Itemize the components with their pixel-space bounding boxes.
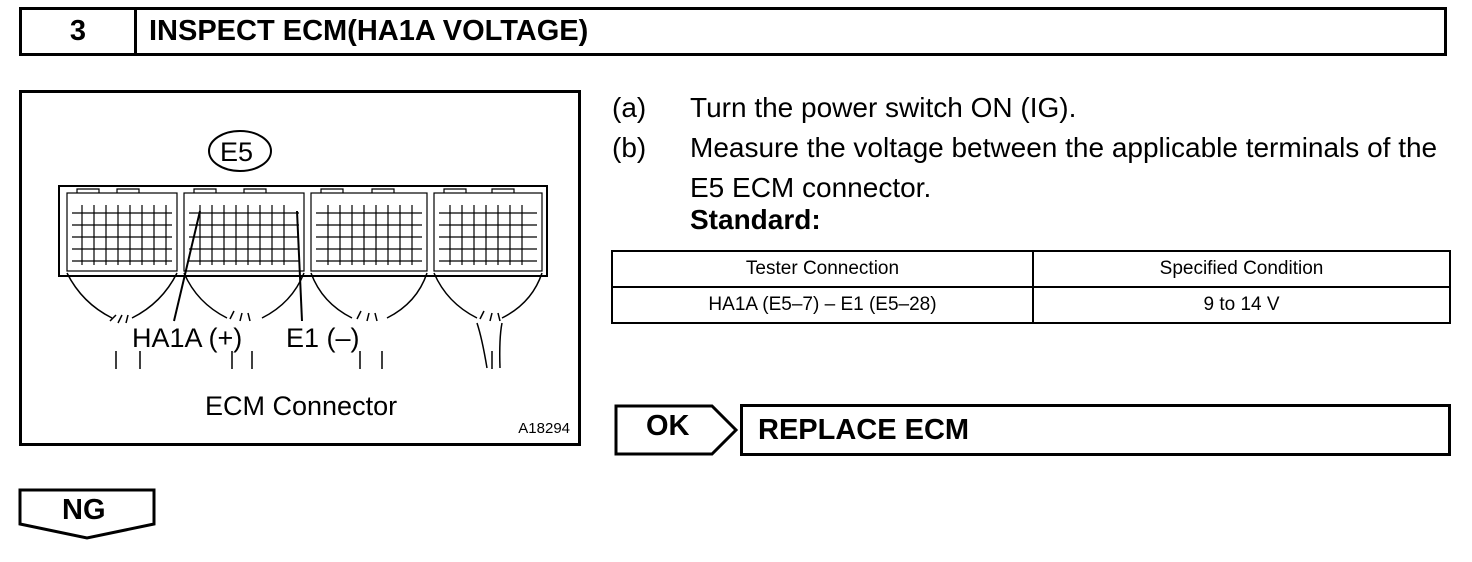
connector-drawing: [58, 130, 548, 369]
instruction-letter: (a): [612, 92, 647, 123]
block-4: [433, 188, 543, 272]
block-1: [66, 188, 178, 272]
step-number: 3: [22, 10, 137, 53]
cell-specified-condition: 9 to 14 V: [1032, 286, 1451, 324]
block-3: [310, 188, 428, 272]
header-specified-condition: Specified Condition: [1032, 250, 1451, 288]
ok-action-text: REPLACE ECM: [758, 413, 970, 446]
instruction-list: (a) Turn the power switch ON (IG). (b) M…: [612, 88, 1462, 208]
block-2: [183, 188, 305, 272]
cell-tester-connection: HA1A (E5–7) – E1 (E5–28): [611, 286, 1034, 324]
spec-table: Tester Connection Specified Condition HA…: [611, 250, 1451, 324]
ok-label: OK: [646, 410, 690, 442]
instruction-text: Measure the voltage between the applicab…: [690, 132, 1438, 203]
label-e1-terminal: E1 (–): [286, 323, 360, 353]
ng-label: NG: [62, 494, 106, 526]
standard-label: Standard:: [690, 204, 821, 235]
label-ha1a-terminal: HA1A (+): [132, 323, 243, 353]
ok-arrow-shape: [614, 404, 738, 456]
instruction-letter: (b): [612, 132, 647, 163]
step-title: INSPECT ECM(HA1A VOLTAGE): [149, 15, 589, 47]
ok-action-box: REPLACE ECM: [740, 404, 1451, 456]
connector-blocks: [66, 188, 543, 272]
figure-caption: ECM Connector: [205, 391, 398, 421]
ecm-connector-illustration: E5 HA1A (+) E1 (–) ECM Connector A18294: [19, 90, 581, 446]
figure-code: A18294: [518, 420, 570, 437]
instruction-a: (a) Turn the power switch ON (IG).: [612, 88, 1462, 128]
connector-badge: E5: [220, 137, 254, 167]
ng-arrow-shape: [18, 488, 156, 540]
leader-lines: [173, 210, 303, 322]
header-tester-connection: Tester Connection: [611, 250, 1034, 288]
table-row: HA1A (E5–7) – E1 (E5–28) 9 to 14 V: [611, 286, 1451, 324]
instruction-text: Turn the power switch ON (IG).: [690, 92, 1077, 123]
table-header-row: Tester Connection Specified Condition: [611, 250, 1451, 288]
wire-harnesses: [66, 272, 543, 369]
instruction-b: (b) Measure the voltage between the appl…: [612, 128, 1462, 208]
badge-ellipse: [208, 130, 272, 172]
step-header: 3 INSPECT ECM(HA1A VOLTAGE): [19, 7, 1447, 56]
